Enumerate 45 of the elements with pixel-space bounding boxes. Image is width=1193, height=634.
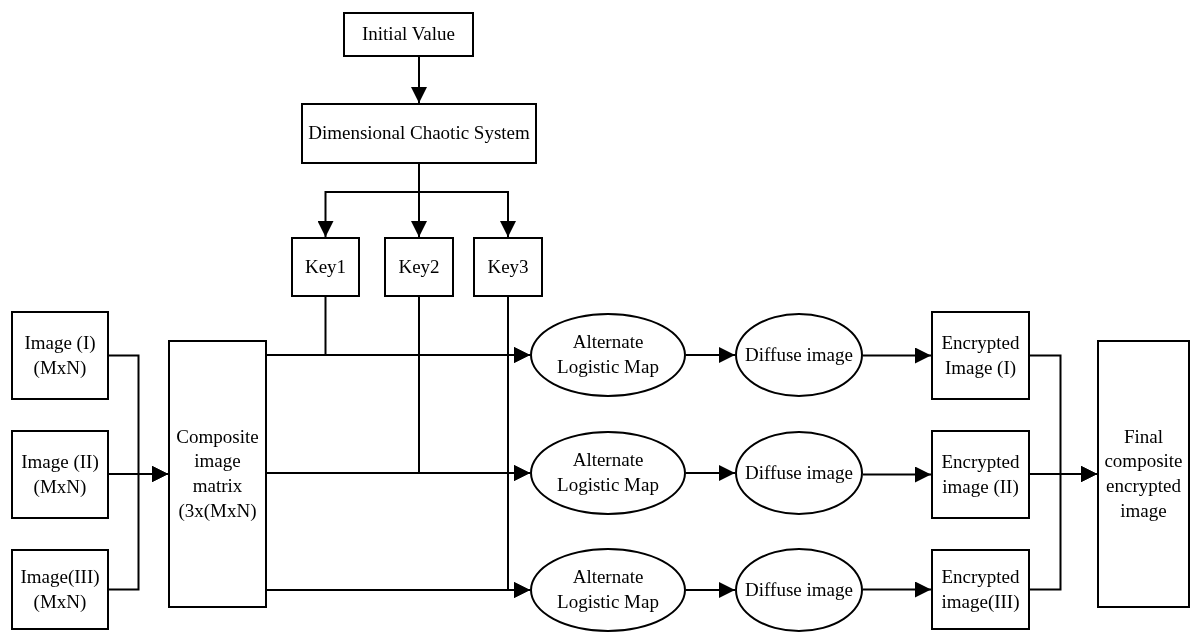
input-box (11, 311, 109, 400)
input-box (11, 549, 109, 630)
node-text: Composite image matrix (3x(MxN) (175, 424, 260, 523)
arrow (507, 296, 531, 598)
node-text: Alternate Logistic Map (556, 330, 660, 379)
node-text: Alternate Logistic Map (556, 565, 660, 614)
node-text: Final composite encrypted image (1103, 424, 1184, 523)
node-text: Diffuse image (745, 577, 853, 602)
output-box (931, 430, 1030, 519)
arrow (685, 582, 736, 598)
arrow (411, 56, 427, 104)
node-text: Diffuse image (745, 342, 853, 367)
node-text: Encrypted Image (I) (940, 330, 1021, 380)
process-box (343, 12, 474, 57)
node-text: Key1 (304, 254, 347, 279)
node-text: Image (II) (MxN) (20, 449, 100, 499)
node-text: Key2 (398, 254, 440, 279)
arrow (324, 296, 531, 363)
process-box (168, 340, 267, 608)
arrow (418, 296, 531, 481)
key-box (384, 237, 454, 297)
node-text: Image(III) (MxN) (19, 564, 101, 614)
output-box (1097, 340, 1190, 608)
arrow (862, 581, 932, 598)
node-text: Encrypted image (II) (940, 449, 1021, 499)
input-box (11, 430, 109, 519)
node-text: Diffuse image (745, 460, 853, 485)
arrow (685, 347, 736, 363)
node-text: Initial Value (361, 22, 455, 47)
node-text: Image (I) (MxN) (23, 330, 97, 380)
process-box (301, 103, 537, 164)
node-text: Dimensional Chaotic System (308, 121, 530, 146)
key-box (291, 237, 360, 297)
arrow (862, 347, 932, 364)
arrow (108, 466, 169, 591)
node-text: Encrypted image(III) (940, 564, 1021, 614)
key-box (473, 237, 543, 297)
arrow (685, 465, 736, 481)
arrow (1029, 466, 1098, 591)
node-text: Alternate Logistic Map (556, 448, 660, 497)
node-text: Key3 (487, 254, 529, 279)
output-box (931, 549, 1030, 630)
arrow (418, 163, 516, 238)
output-box (931, 311, 1030, 400)
arrow (862, 466, 932, 483)
